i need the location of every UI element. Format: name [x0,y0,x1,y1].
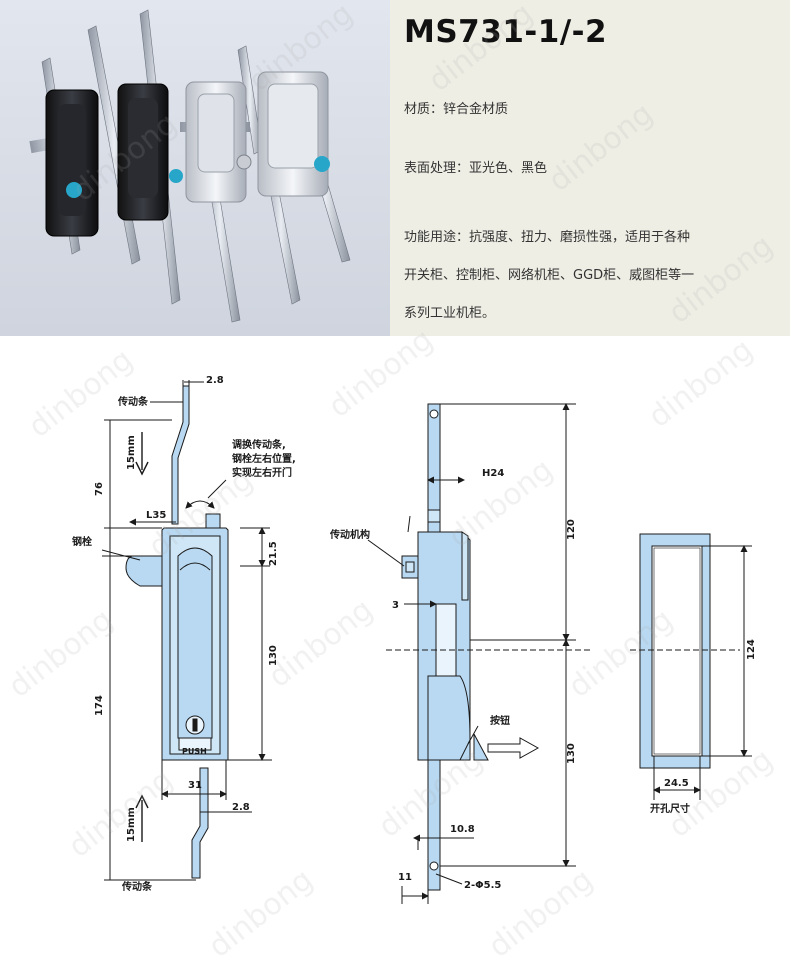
spec-usage-line2: 开关柜、控制柜、网络机柜、GGD柜、威图柜等一 [404,268,695,283]
dim-2-8-top: 2.8 [206,375,224,386]
dim-L35: L35 [146,510,166,521]
dim-holes: 2-Φ5.5 [464,880,501,891]
dim-76: 76 [94,482,105,496]
label-button: 按钮 [490,714,510,727]
product-photo: dinbong dinbong [0,0,390,336]
dim-11: 11 [398,872,412,883]
dim-174: 174 [94,695,105,716]
dim-31: 31 [188,780,202,791]
dim-130-front: 130 [268,645,279,666]
spec-surface: 表面处理：亚光色、黑色 [404,161,548,176]
dim-15mm-bottom: 15mm [126,807,137,842]
product-model-title: MS731-1/-2 [404,14,608,50]
label-steel-bolt: 钢栓 [72,535,92,548]
spec-panel: MS731-1/-2 材质：锌合金材质 表面处理：亚光色、黑色 功能用途：抗强度… [390,0,790,336]
dim-H24: H24 [482,468,504,479]
product-photo-illustration [29,9,351,323]
dim-21-5: 21.5 [268,541,279,566]
spec-material: 材质：锌合金材质 [404,102,509,117]
label-mechanism: 传动机构 [329,528,370,541]
note-line1: 调换传动条, [232,438,286,451]
dim-24-5: 24.5 [664,778,689,789]
watermark: dinbong [542,96,660,199]
label-drive-bar-bottom: 传动条 [121,880,153,893]
spec-usage-line1: 功能用途：抗强度、扭力、磨损性强，适用于各种 [404,230,691,245]
label-push: PUSH [182,747,207,756]
label-drive-bar-top: 传动条 [117,395,149,408]
dim-15mm-top: 15mm [126,435,137,470]
dim-130-side: 130 [566,743,577,764]
note-line2: 钢栓左右位置, [232,452,296,465]
label-cutout: 开孔尺寸 [650,802,690,815]
dim-3: 3 [392,600,399,611]
dim-124: 124 [746,639,757,660]
technical-drawing: 2.8 传动条 15mm 76 调换传动条, 钢栓左右位置, 实现左右开门 L3… [0,322,790,965]
dim-120: 120 [566,519,577,540]
dim-10-8: 10.8 [450,824,475,835]
dim-2-8-bottom: 2.8 [232,802,250,813]
spec-usage-line3: 系列工业机柜。 [404,306,496,321]
drawing-canvas: 2.8 传动条 15mm 76 调换传动条, 钢栓左右位置, 实现左右开门 L3… [72,375,757,904]
note-line3: 实现左右开门 [232,466,292,479]
